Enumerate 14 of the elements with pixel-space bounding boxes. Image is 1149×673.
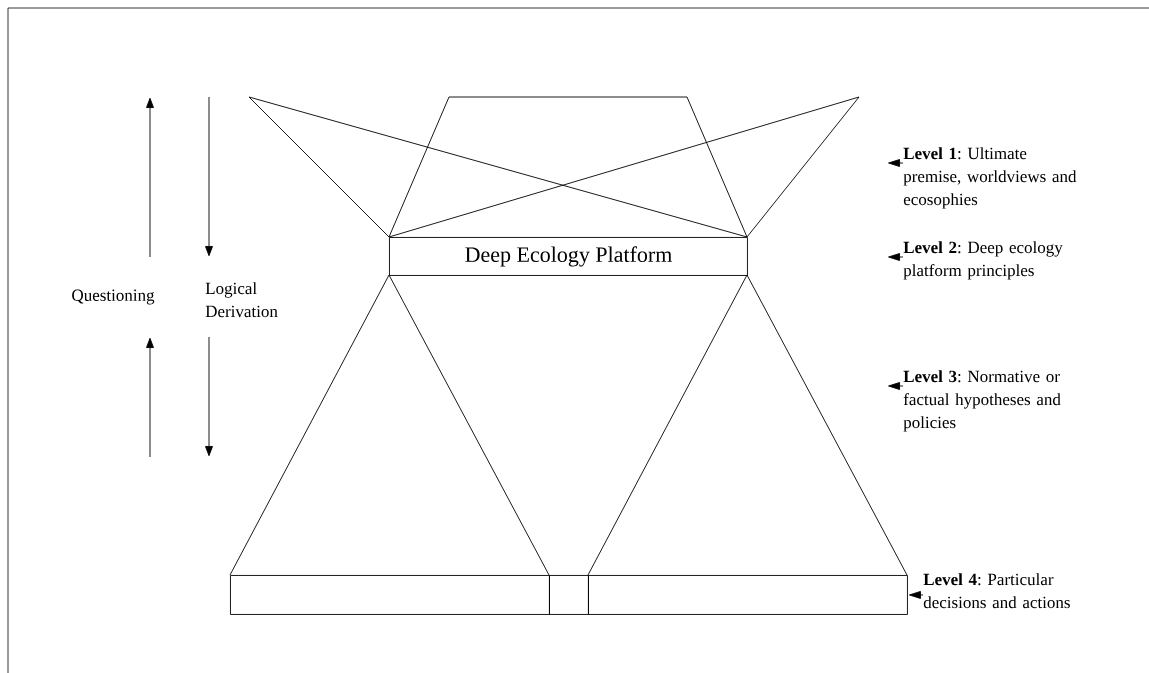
side-label: Questioning — [72, 289, 155, 305]
level-description: Level 1: Ultimate premise, worldviews and ecosophies — [903, 147, 1077, 209]
platform-box: Deep Ecology Platform — [389, 237, 748, 276]
arrow — [888, 382, 904, 390]
side-label: Logical Derivation — [205, 282, 278, 318]
arrow — [909, 591, 924, 599]
arrow — [888, 253, 904, 261]
level-bar — [230, 575, 550, 615]
level-description: Level 2: Deep ecology platform principles — [903, 241, 1063, 280]
level-description: Level 3: Normative or factual hypotheses and policies — [903, 370, 1061, 432]
arrow — [888, 159, 904, 167]
level-bar — [549, 575, 589, 615]
level-bar — [588, 575, 908, 615]
level-description: Level 4: Particular decisions and actions — [923, 573, 1070, 609]
